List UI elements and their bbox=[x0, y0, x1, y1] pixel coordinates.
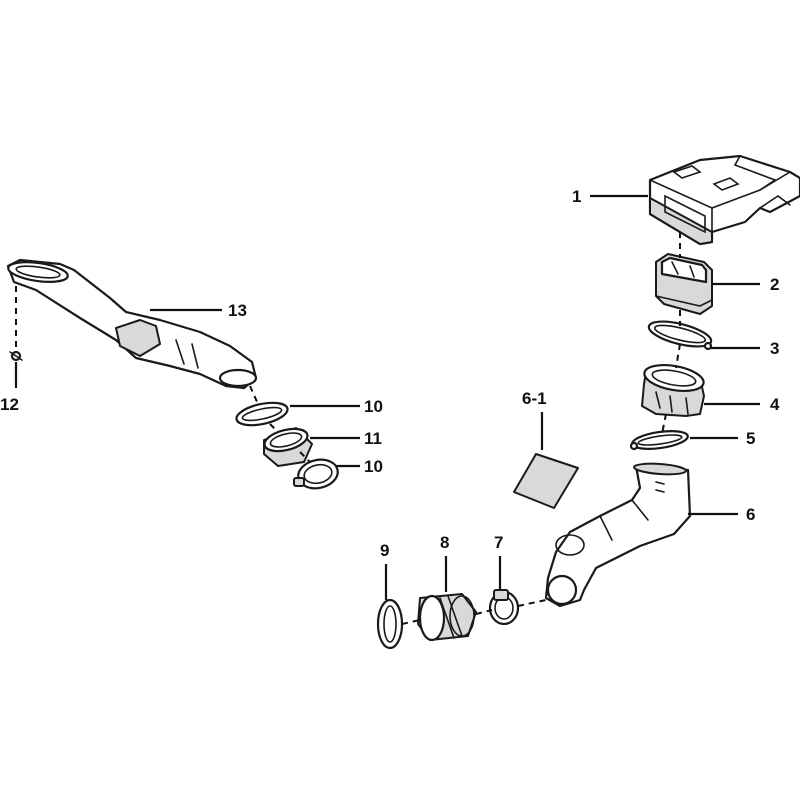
part-6-intake-duct bbox=[544, 462, 692, 608]
part-7-hose-clamp bbox=[488, 589, 520, 626]
part-4-elbow-adapter bbox=[641, 363, 705, 417]
callout-2: 2 bbox=[770, 275, 779, 294]
part-8-coupler bbox=[417, 593, 477, 642]
callout-10-upper: 10 bbox=[364, 397, 383, 416]
part-2-filter-adapter bbox=[655, 253, 713, 315]
callout-6: 6 bbox=[746, 505, 755, 524]
part-5-oval-ring bbox=[629, 430, 689, 451]
callout-10-lower: 10 bbox=[364, 457, 383, 476]
part-13-intake-tube bbox=[6, 258, 258, 390]
part-1-air-housing bbox=[648, 154, 800, 246]
part-6-1-pad bbox=[513, 453, 579, 509]
part-3-seal-ring bbox=[647, 320, 713, 351]
callout-9: 9 bbox=[380, 541, 389, 560]
callout-11: 11 bbox=[364, 429, 382, 448]
part-11-coupler-ring bbox=[263, 427, 313, 467]
callout-8: 8 bbox=[440, 533, 449, 552]
callout-5: 5 bbox=[746, 429, 755, 448]
callout-labels: 1 2 3 4 5 6 6-1 7 8 9 10 11 10 12 13 bbox=[0, 187, 780, 560]
part-9-ring bbox=[376, 598, 404, 650]
leader-lines bbox=[14, 194, 760, 600]
callout-7: 7 bbox=[494, 533, 503, 552]
callout-1: 1 bbox=[572, 187, 581, 206]
part-12-pin bbox=[9, 350, 23, 362]
callout-12: 12 bbox=[0, 395, 19, 414]
part-10-clamp-lower bbox=[293, 458, 339, 490]
callout-3: 3 bbox=[770, 339, 779, 358]
callout-6-1: 6-1 bbox=[522, 389, 547, 408]
callout-13: 13 bbox=[228, 301, 247, 320]
assembly-lines bbox=[15, 232, 681, 625]
part-10-ring-upper bbox=[235, 401, 289, 427]
callout-4: 4 bbox=[770, 395, 780, 414]
